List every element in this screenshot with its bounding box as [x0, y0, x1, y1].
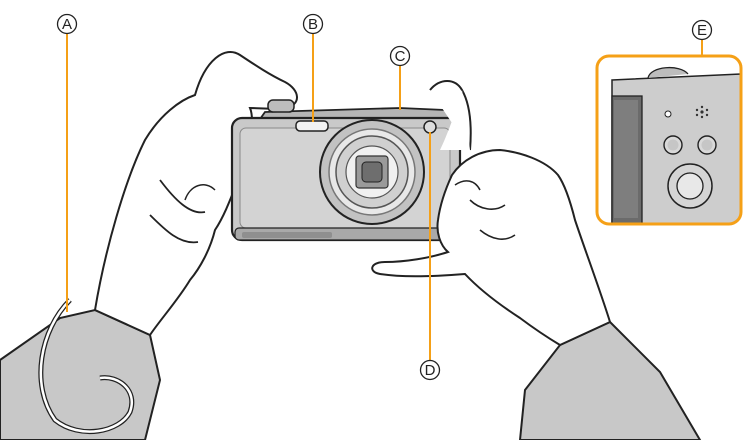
camera — [230, 99, 462, 242]
svg-text:B: B — [308, 16, 318, 33]
right-hand — [371, 148, 612, 347]
svg-text:C: C — [395, 48, 406, 65]
inset-border — [595, 54, 743, 226]
callout-speaker: E — [691, 19, 713, 41]
shutter-button — [267, 99, 295, 113]
svg-text:D: D — [425, 362, 436, 379]
af-assist-lamp — [423, 120, 437, 134]
callout-lamp: D — [419, 359, 441, 381]
left-sleeve — [0, 308, 162, 440]
inset-speaker — [695, 105, 709, 119]
inset-rear-view — [595, 54, 743, 226]
flash-window — [295, 120, 329, 132]
right-sleeve — [518, 320, 702, 440]
callout-top: C — [389, 45, 411, 67]
callout-flash: B — [302, 13, 324, 35]
svg-text:A: A — [62, 16, 72, 33]
svg-text:E: E — [697, 22, 707, 39]
callout-strap: A — [56, 13, 78, 35]
